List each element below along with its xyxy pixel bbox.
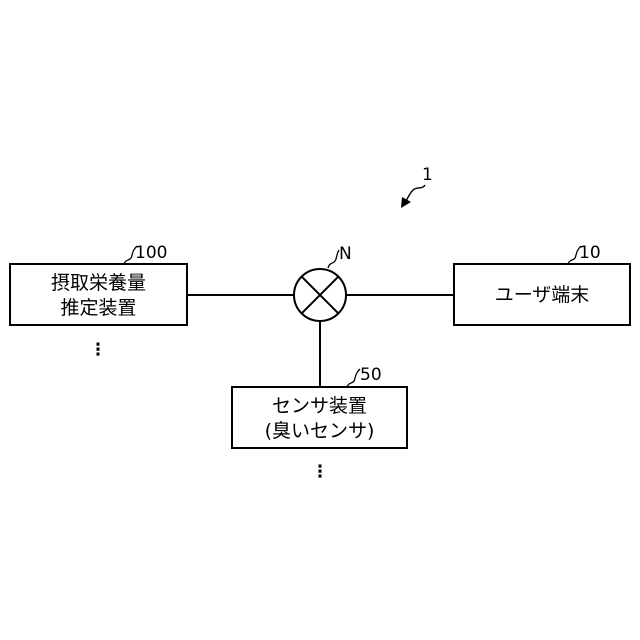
estimator-label-line2: 推定装置 xyxy=(60,297,136,319)
system-ref-arrow-line xyxy=(405,185,425,203)
user-terminal-node: ユーザ端末 xyxy=(454,264,630,325)
sensor-node: センサ装置 (臭いセンサ) xyxy=(232,387,407,448)
estimator-more-dots: ⋮ xyxy=(90,340,107,360)
sensor-label-line1: センサ装置 xyxy=(272,395,367,417)
user-terminal-label: ユーザ端末 xyxy=(495,284,590,306)
system-ref-label: 1 xyxy=(422,165,433,185)
sensor-ref-label: 50 xyxy=(360,365,382,385)
network-node xyxy=(294,269,346,321)
sensor-label-line2: (臭いセンサ) xyxy=(265,420,375,442)
network-ref-squiggle xyxy=(328,250,339,268)
system-ref-arrowhead xyxy=(401,197,411,208)
estimator-node: 摂取栄養量 推定装置 xyxy=(10,264,187,325)
sensor-more-dots: ⋮ xyxy=(312,462,329,482)
estimator-label-line1: 摂取栄養量 xyxy=(51,272,146,294)
network-ref-label: N xyxy=(339,244,352,264)
user-terminal-ref-label: 10 xyxy=(579,243,601,263)
sensor-ref-squiggle xyxy=(347,369,360,387)
estimator-ref-label: 100 xyxy=(135,243,167,263)
